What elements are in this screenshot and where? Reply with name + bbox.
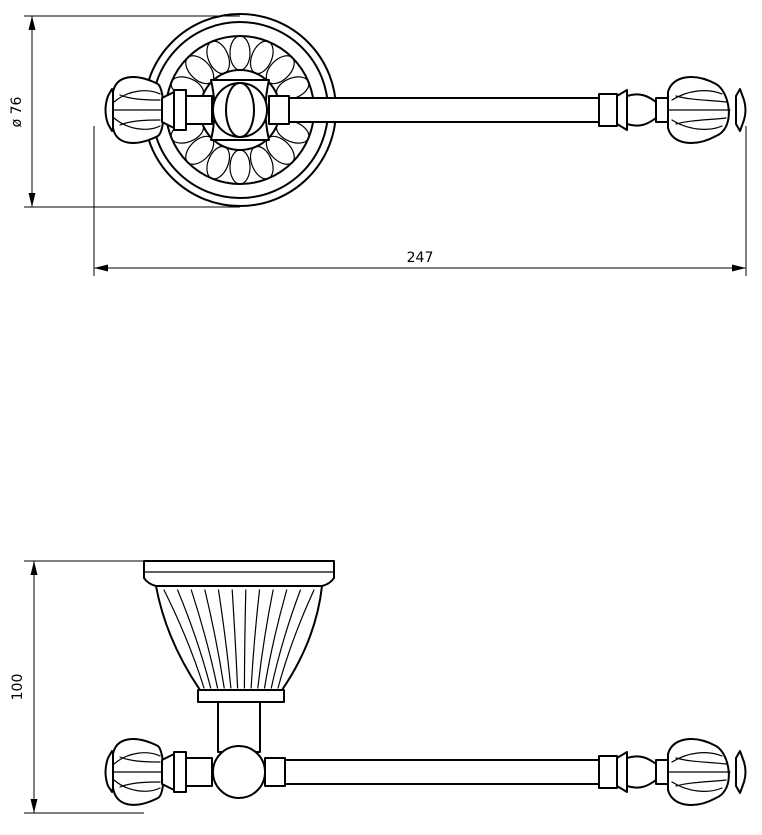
cup-flute	[257, 589, 274, 689]
cup-flute	[231, 589, 239, 689]
cup-flute	[190, 589, 219, 689]
cup-flute	[243, 589, 247, 689]
cup-flute	[217, 589, 232, 689]
height-label: 100	[10, 674, 26, 701]
rosette-petal	[229, 35, 251, 71]
cup-flute	[177, 589, 212, 689]
cup-flute	[263, 589, 288, 689]
diameter-label: ø 76	[9, 96, 25, 127]
cup-flute	[250, 589, 261, 689]
cup-flute	[204, 589, 225, 689]
width-dimension: 247	[93, 126, 747, 276]
height-dimension: 100	[10, 560, 144, 814]
front-right-finial	[667, 738, 747, 806]
cup-flute	[277, 589, 315, 689]
right-finial	[667, 76, 747, 144]
toilet-roll-bar	[268, 89, 669, 131]
cup-flute	[163, 589, 205, 689]
front-post	[217, 701, 261, 753]
wall-cup	[143, 560, 335, 703]
width-label: 247	[407, 250, 434, 266]
cup-flute	[270, 589, 301, 689]
rosette-petal	[229, 149, 251, 185]
cup-flutes	[163, 589, 315, 689]
top-view: ø 76 247	[9, 13, 747, 276]
front-bar	[264, 751, 669, 793]
front-view: 100	[10, 560, 747, 814]
front-left-finial	[104, 738, 213, 806]
front-hub	[212, 745, 266, 799]
diameter-dimension: ø 76	[9, 15, 240, 208]
left-finial	[104, 76, 213, 144]
